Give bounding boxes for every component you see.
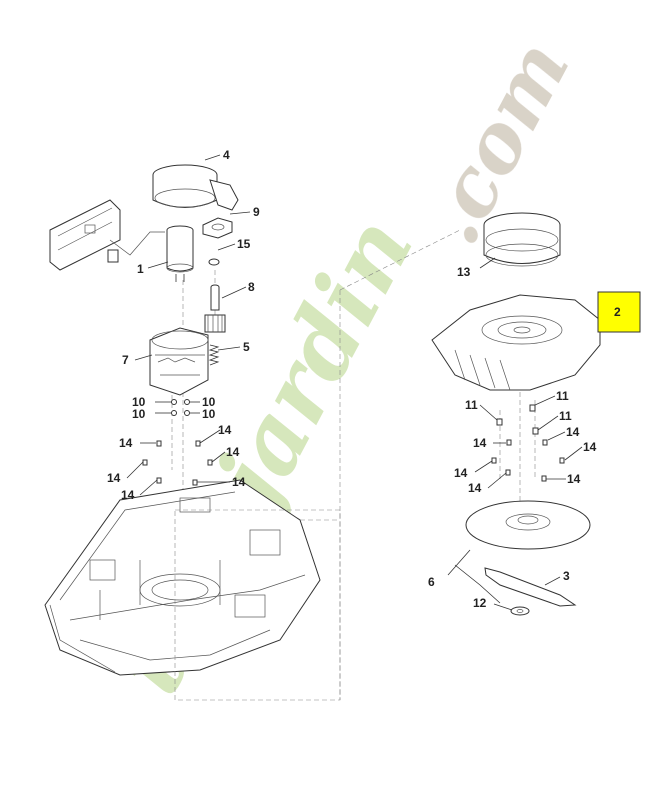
callout-14-l[interactable]: 14 xyxy=(567,472,581,486)
callout-2[interactable]: 2 xyxy=(614,305,621,319)
screws-14-left xyxy=(142,440,213,486)
part-9-sprocket xyxy=(202,217,233,239)
part-7-housing xyxy=(149,327,209,396)
callout-8[interactable]: 8 xyxy=(248,280,255,294)
part-12-hub xyxy=(510,606,530,616)
callout-14-c[interactable]: 14 xyxy=(121,488,135,502)
part-2-cover xyxy=(431,294,601,391)
part-8-shaft xyxy=(204,284,226,333)
callout-13[interactable]: 13 xyxy=(457,265,471,279)
callout-14-j[interactable]: 14 xyxy=(566,425,580,439)
highlight-box-2[interactable] xyxy=(597,291,641,333)
callout-1[interactable]: 1 xyxy=(137,262,144,276)
chassis xyxy=(44,479,321,676)
callout-10-c[interactable]: 10 xyxy=(202,395,216,409)
leader-lines xyxy=(126,154,613,611)
callout-10-d[interactable]: 10 xyxy=(202,407,216,421)
callout-14-d[interactable]: 14 xyxy=(218,423,232,437)
callout-6[interactable]: 6 xyxy=(428,575,435,589)
pcb-board xyxy=(49,199,165,271)
callout-5[interactable]: 5 xyxy=(243,340,250,354)
callout-14-g[interactable]: 14 xyxy=(473,436,487,450)
callout-11-a[interactable]: 11 xyxy=(465,398,478,412)
part-1-motor xyxy=(166,225,194,282)
callout-9[interactable]: 9 xyxy=(253,205,260,219)
part-15-oring xyxy=(208,258,220,266)
callout-4[interactable]: 4 xyxy=(223,148,230,162)
screws-10 xyxy=(171,399,190,416)
callout-labels: 4 9 15 1 8 5 7 10 10 10 10 14 14 14 14 1… xyxy=(107,148,621,610)
callout-11-b[interactable]: 11 xyxy=(556,389,569,403)
screws-14-right xyxy=(491,439,565,482)
callout-14-k[interactable]: 14 xyxy=(583,440,597,454)
callout-10-b[interactable]: 10 xyxy=(132,407,146,421)
callout-10-a[interactable]: 10 xyxy=(132,395,146,409)
callout-14-a[interactable]: 14 xyxy=(119,436,133,450)
part-5-spring xyxy=(208,344,220,366)
callout-14-i[interactable]: 14 xyxy=(468,481,482,495)
callout-12[interactable]: 12 xyxy=(473,596,487,610)
callout-15[interactable]: 15 xyxy=(237,237,251,251)
callout-14-h[interactable]: 14 xyxy=(454,466,468,480)
callout-14-b[interactable]: 14 xyxy=(107,471,121,485)
part-13-ring xyxy=(483,212,561,267)
part-3-blade xyxy=(484,567,577,607)
callout-11-c[interactable]: 11 xyxy=(559,409,572,423)
part-6-disc xyxy=(465,500,591,550)
callout-14-f[interactable]: 14 xyxy=(232,475,246,489)
callout-7[interactable]: 7 xyxy=(122,353,129,367)
callout-3[interactable]: 3 xyxy=(563,569,570,583)
part-4-ring xyxy=(152,164,239,211)
chassis-frame xyxy=(174,509,341,701)
screws-11 xyxy=(496,404,539,435)
callout-14-e[interactable]: 14 xyxy=(226,445,240,459)
